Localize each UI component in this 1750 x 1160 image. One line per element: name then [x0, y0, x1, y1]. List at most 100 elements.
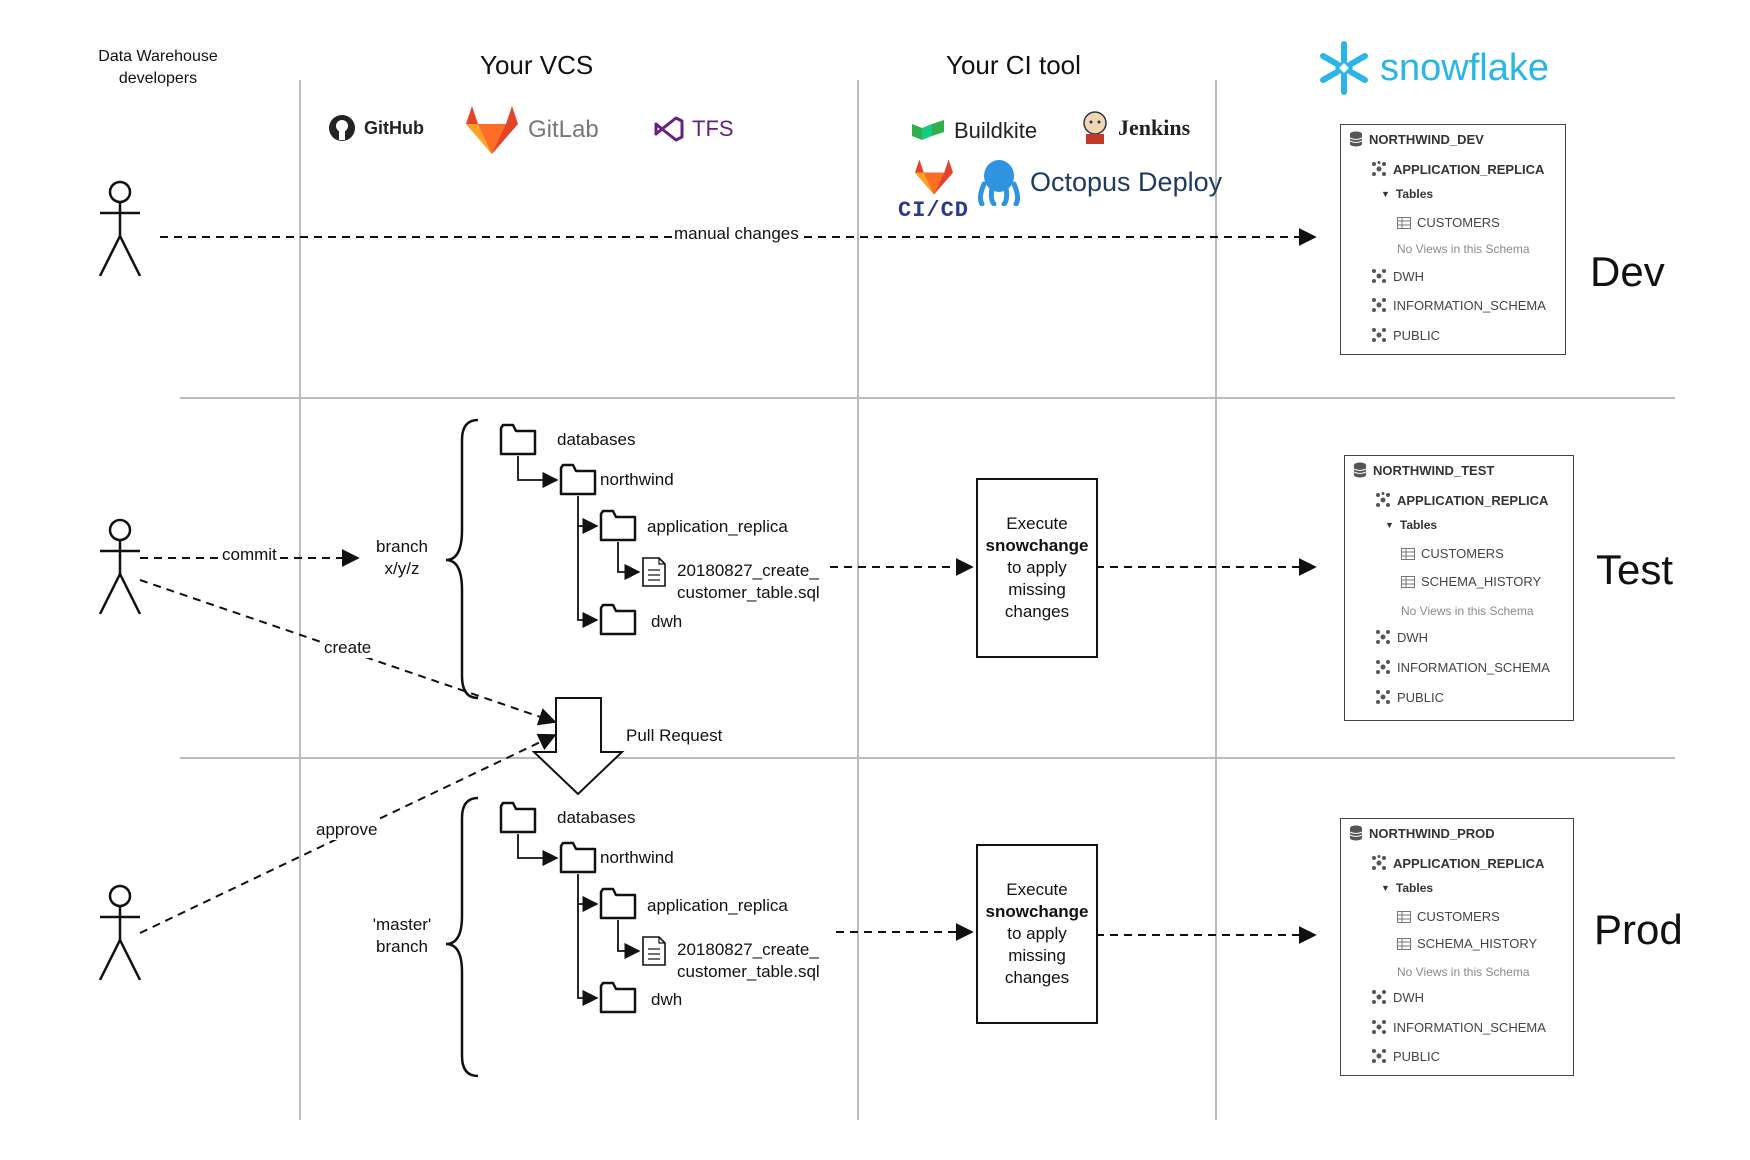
database-row[interactable]: NORTHWIND_DEV — [1349, 131, 1484, 147]
env-label-prod: Prod — [1594, 906, 1683, 953]
execute-line5: changes — [1004, 602, 1070, 621]
database-icon — [1349, 131, 1363, 147]
snowflake-panel-prod: NORTHWIND_PROD APPLICATION_REPLICA ▼ Tab… — [1340, 818, 1574, 1076]
env-dividers — [180, 397, 1675, 759]
table-row[interactable]: SCHEMA_HISTORY — [1401, 574, 1541, 589]
table-icon — [1397, 910, 1411, 923]
caret-down-icon: ▼ — [1385, 520, 1394, 530]
execute-line4: missing — [1008, 580, 1066, 599]
schema-row[interactable]: INFORMATION_SCHEMA — [1371, 297, 1546, 313]
header-developers: Data Warehouse developers — [98, 48, 218, 87]
snowflake-panel-dev: NORTHWIND_DEV APPLICATION_REPLICA ▼ Tabl… — [1340, 124, 1566, 355]
label-migration-file: 20180827_create_ customer_table.sql — [677, 560, 820, 604]
github-logo: GitHub — [328, 114, 424, 142]
database-icon — [1349, 825, 1363, 841]
schema-icon — [1376, 690, 1390, 704]
schema-icon — [1372, 1020, 1386, 1034]
gitlab-cicd-logo: CI/CD — [898, 158, 969, 223]
file-name-line1: 20180827_create_ — [677, 940, 819, 959]
execute-line3: to apply — [1007, 924, 1067, 943]
label-approve: approve — [314, 820, 380, 840]
gitlab-icon — [914, 159, 953, 195]
schema-row[interactable]: APPLICATION_REPLICA — [1371, 161, 1544, 177]
visual-studio-icon — [654, 116, 684, 142]
folder-icon — [599, 509, 637, 542]
schema-row[interactable]: APPLICATION_REPLICA — [1371, 855, 1544, 871]
tfs-label: TFS — [692, 116, 734, 141]
table-row[interactable]: CUSTOMERS — [1401, 546, 1504, 561]
schema-row[interactable]: PUBLIC — [1375, 689, 1444, 705]
database-icon — [1353, 462, 1367, 478]
caret-down-icon: ▼ — [1381, 189, 1390, 199]
label-databases: databases — [557, 430, 636, 449]
schema-icon — [1372, 328, 1386, 342]
label-master-branch: 'master' branch — [372, 915, 432, 956]
folder-icon — [499, 801, 537, 834]
schema-icon — [1372, 990, 1386, 1004]
octopus-deploy-logo: Octopus Deploy — [976, 158, 1222, 206]
schema-row[interactable]: APPLICATION_REPLICA — [1375, 492, 1548, 508]
buildkite-icon — [912, 120, 944, 140]
schema-row[interactable]: INFORMATION_SCHEMA — [1371, 1019, 1546, 1035]
buildkite-logo: Buildkite — [912, 118, 1037, 144]
file-name-line1: 20180827_create_ — [677, 561, 819, 580]
file-icon — [642, 557, 666, 587]
folder-icon — [599, 981, 637, 1014]
table-row[interactable]: CUSTOMERS — [1397, 215, 1500, 230]
label-migration-file: 20180827_create_ customer_table.sql — [677, 939, 820, 983]
table-row[interactable]: SCHEMA_HISTORY — [1397, 936, 1537, 951]
snowflake-panel-test: NORTHWIND_TEST APPLICATION_REPLICA ▼ Tab… — [1344, 455, 1574, 721]
snowflake-icon — [1320, 41, 1368, 95]
label-application-replica: application_replica — [647, 896, 788, 915]
label-create: create — [322, 638, 374, 658]
file-name-line2: customer_table.sql — [677, 962, 820, 981]
folder-icon — [559, 841, 597, 874]
folder-icon — [599, 887, 637, 920]
lane-dividers — [299, 80, 1217, 1120]
file-icon — [642, 936, 666, 966]
table-row[interactable]: CUSTOMERS — [1397, 909, 1500, 924]
schema-row[interactable]: DWH — [1371, 989, 1424, 1005]
table-icon — [1397, 216, 1411, 229]
label-application-replica: application_replica — [647, 517, 788, 536]
actor-developer-test — [98, 518, 142, 616]
label-northwind: northwind — [600, 848, 674, 867]
schema-icon — [1376, 492, 1390, 507]
execute-line1: Execute — [1006, 514, 1068, 533]
label-manual-changes: manual changes — [672, 224, 801, 244]
gitlab-logo: GitLab — [464, 104, 599, 156]
label-northwind: northwind — [600, 470, 674, 489]
schema-icon — [1376, 630, 1390, 644]
schema-row[interactable]: PUBLIC — [1371, 327, 1440, 343]
execute-line2: snowchange — [985, 536, 1089, 555]
schema-icon — [1372, 298, 1386, 312]
execute-line1: Execute — [1006, 880, 1068, 899]
file-name-line2: customer_table.sql — [677, 583, 820, 602]
database-row[interactable]: NORTHWIND_PROD — [1349, 825, 1495, 841]
table-icon — [1397, 937, 1411, 950]
header-vcs: Your VCS — [480, 50, 594, 80]
actor-approver-prod — [98, 884, 142, 982]
schema-icon — [1376, 660, 1390, 674]
tables-node[interactable]: ▼ Tables — [1385, 518, 1438, 532]
brace-feature-branch — [445, 418, 479, 700]
schema-icon — [1372, 1049, 1386, 1063]
cicd-label: CI/CD — [898, 198, 970, 223]
jenkins-label: Jenkins — [1118, 115, 1191, 140]
schema-row[interactable]: INFORMATION_SCHEMA — [1375, 659, 1550, 675]
caret-down-icon: ▼ — [1381, 883, 1390, 893]
schema-row[interactable]: DWH — [1375, 629, 1428, 645]
gitlab-icon — [466, 106, 518, 154]
folder-icon — [599, 603, 637, 636]
gitlab-label: GitLab — [528, 116, 599, 143]
execute-line3: to apply — [1007, 558, 1067, 577]
schema-row[interactable]: PUBLIC — [1371, 1048, 1440, 1064]
database-row[interactable]: NORTHWIND_TEST — [1353, 462, 1494, 478]
label-databases: databases — [557, 808, 636, 827]
execute-line5: changes — [1004, 968, 1070, 987]
schema-row[interactable]: DWH — [1371, 268, 1424, 284]
folder-icon — [559, 463, 597, 496]
tables-node[interactable]: ▼ Tables — [1381, 881, 1434, 895]
github-label: GitHub — [364, 117, 424, 138]
tables-node[interactable]: ▼ Tables — [1381, 187, 1434, 201]
